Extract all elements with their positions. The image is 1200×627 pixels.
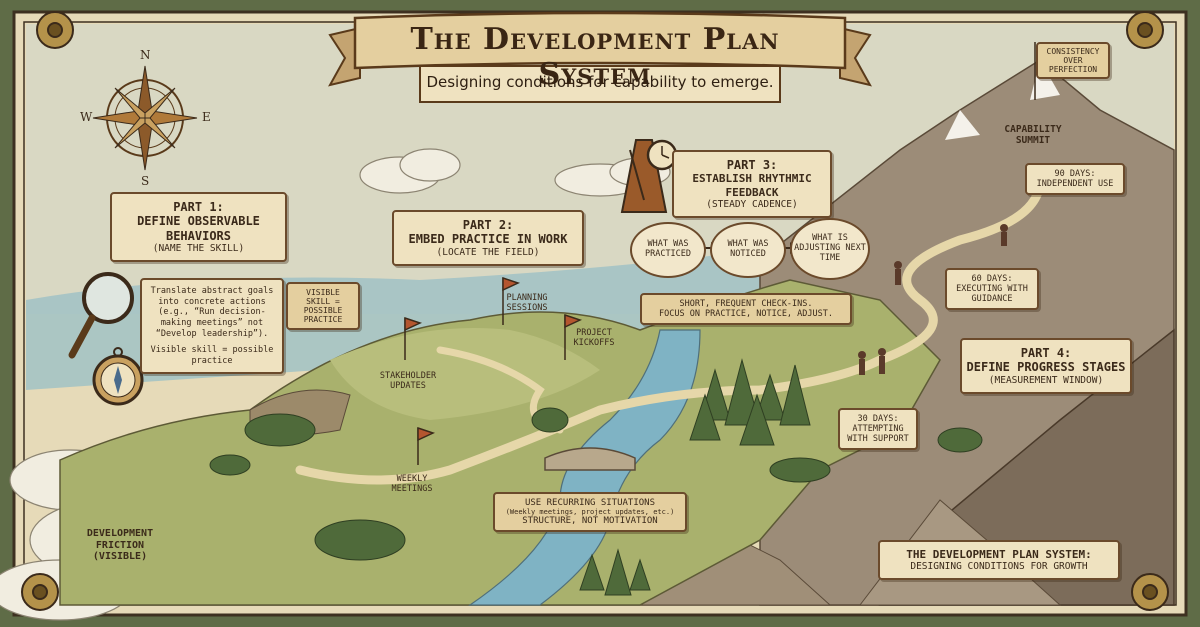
part4-subheading: (Measurement window) <box>988 374 1104 386</box>
part3-subheading: (Steady cadence) <box>706 198 798 210</box>
part2-subheading: (Locate the field) <box>436 246 540 258</box>
feedback-bubble-noticed: What was noticed <box>710 222 786 278</box>
magnifying-glass-illustration <box>68 272 134 359</box>
part4-title: Part 4: <box>1020 346 1072 360</box>
bridge <box>544 447 636 471</box>
feedback-bubble-practiced: What was practiced <box>630 222 706 278</box>
pocket-compass-illustration <box>92 347 144 406</box>
flag-label-weekly-meetings: Weekly meetings <box>391 474 433 494</box>
compass-east-label: E <box>202 110 211 124</box>
stage-90-days: 90 days: independent use <box>1025 163 1125 195</box>
footer-caption: The Development Plan System: Designing c… <box>878 540 1120 580</box>
footer-line-1: The Development Plan System: <box>906 548 1092 561</box>
feedback-bubble-adjusting: What is adjusting next time <box>790 218 870 280</box>
part2-card: Part 2: Embed practice in work (Locate t… <box>392 210 584 266</box>
recurring-line-2: (Weekly meetings, project updates, etc.) <box>505 508 675 516</box>
recurring-line-3: Structure, not motivation <box>522 516 658 526</box>
part1-scroll: Translate abstract goals into concrete a… <box>140 278 284 375</box>
stage-60-days: 60 days: executing with guidance <box>945 268 1039 310</box>
part4-heading: Define progress stages <box>966 360 1126 375</box>
part1-card: Part 1: Define Observable Behaviors (Nam… <box>110 192 287 263</box>
compass-south-label: S <box>141 174 150 188</box>
recurring-line-1: Use recurring situations <box>524 498 656 508</box>
page-title: The Development Plan System <box>410 22 780 92</box>
forest <box>209 358 983 596</box>
compass-north-label: N <box>140 48 151 62</box>
part2-heading: Embed practice in work <box>408 232 568 247</box>
corner-gears <box>21 11 1169 611</box>
part1-scroll-text-2: Visible skill = possible practice <box>150 345 274 366</box>
check-ins-line-1: Short, frequent check-ins. <box>679 299 813 309</box>
title-banner <box>328 11 872 103</box>
flag-label-project-kickoffs: Project kickoffs <box>573 328 615 348</box>
capability-summit-label: Capability summit <box>1004 124 1062 146</box>
part1-scroll-text: Translate abstract goals into concrete a… <box>150 286 274 339</box>
flag-label-stakeholder-updates: Stakeholder updates <box>379 371 437 391</box>
hikers-illustration <box>858 224 1008 375</box>
compass-west-label: W <box>80 110 93 124</box>
stage-30-days: 30 days: attempting with support <box>838 408 918 450</box>
part1-flag: Visible skill = possible practice <box>286 282 360 330</box>
part4-card: Part 4: Define progress stages (Measurem… <box>960 338 1132 394</box>
land <box>59 279 941 606</box>
page-subtitle: Designing conditions for capability to e… <box>426 73 774 91</box>
flag-label-planning-sessions: Planning sessions <box>506 293 548 313</box>
summit-flag: Consistency over perfection <box>1036 42 1110 79</box>
part2-title: Part 2: <box>462 218 514 232</box>
check-ins-line-2: Focus on practice, notice, adjust. <box>659 309 833 319</box>
part1-heading: Define Observable Behaviors <box>137 214 260 243</box>
recurring-situations-banner: Use recurring situations (Weekly meeting… <box>493 492 687 532</box>
part3-title: Part 3: <box>726 158 778 172</box>
part3-card: Part 3: Establish rhythmic feedback (Ste… <box>672 150 832 218</box>
flag-markers <box>404 42 1036 465</box>
part1-title: Part 1: <box>173 200 224 214</box>
development-friction-label: Development friction (visible) <box>86 528 154 562</box>
part1-subheading: (Name the skill) <box>152 243 245 255</box>
compass-rose <box>92 65 198 171</box>
footer-line-2: Designing conditions for growth <box>910 561 1088 572</box>
metronome-illustration <box>620 139 678 213</box>
check-ins-banner: Short, frequent check-ins. Focus on prac… <box>640 293 852 325</box>
part3-heading: Establish rhythmic feedback <box>692 172 812 199</box>
